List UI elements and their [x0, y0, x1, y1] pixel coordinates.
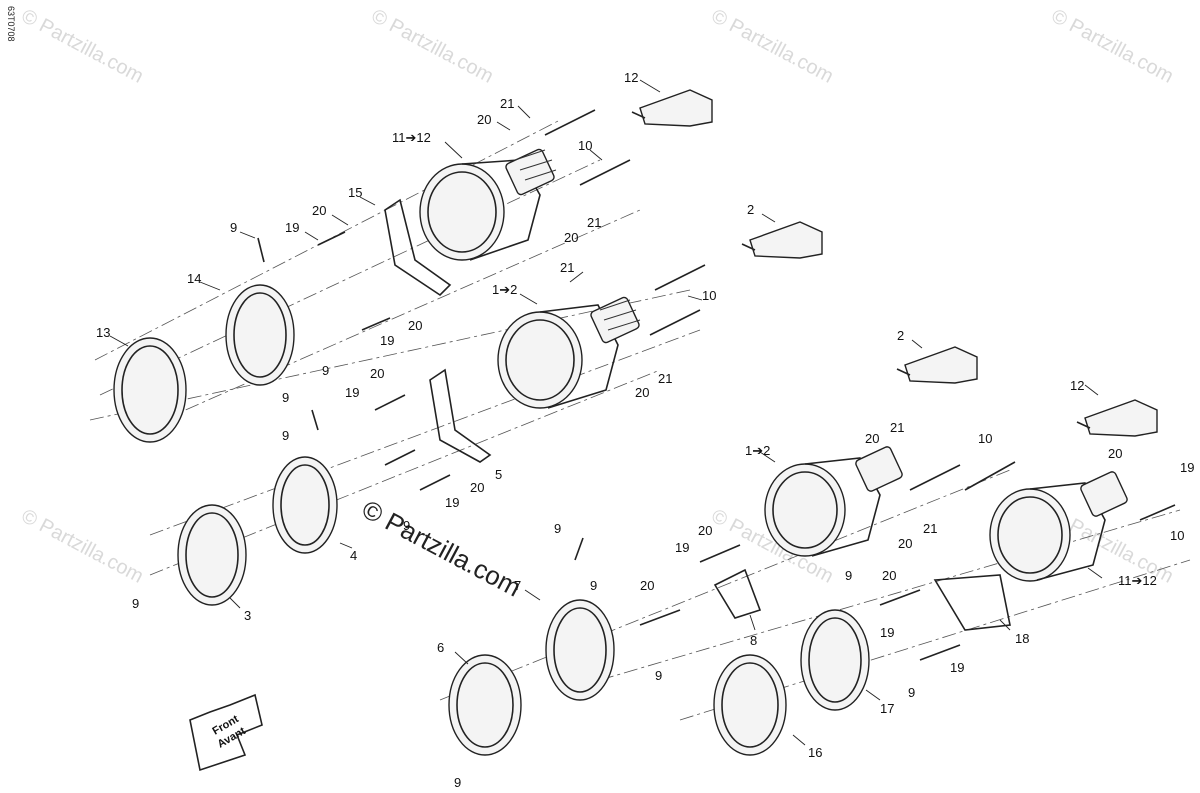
callout-label: 21 — [890, 420, 904, 435]
callout-label: 18 — [1015, 631, 1029, 646]
callout-label: 19 — [380, 333, 394, 348]
bulb-2-upper — [741, 221, 823, 259]
callout-label: 4 — [350, 548, 357, 563]
headlight-lower-right — [989, 471, 1128, 582]
reference-code: 63T0708 — [6, 6, 16, 42]
callout-label: 19 — [345, 385, 359, 400]
callout-label: 20 — [640, 578, 654, 593]
callout-label: 2 — [897, 328, 904, 343]
callout-label: 12 — [1070, 378, 1084, 393]
callout-label: 10 — [578, 138, 592, 153]
callout-label: 19 — [1180, 460, 1194, 475]
callout-label: 9 — [230, 220, 237, 235]
headlight-upper — [419, 148, 557, 261]
leader-lines — [109, 79, 1103, 746]
watermark: © Partzilla.com — [708, 5, 837, 88]
callout-label: 20 — [470, 480, 484, 495]
callout-label: 21 — [658, 371, 672, 386]
front-direction-arrow: Front Avant — [189, 693, 263, 772]
brackets — [384, 198, 1011, 631]
watermark: © Partzilla.com — [18, 5, 147, 88]
callout-label: 17 — [880, 701, 894, 716]
callout-label: 1➔2 — [492, 282, 517, 297]
callout-label: 20 — [898, 536, 912, 551]
assembly-axes — [89, 119, 1191, 721]
callout-label: 20 — [370, 366, 384, 381]
callout-label: 13 — [96, 325, 110, 340]
callout-label: 6 — [437, 640, 444, 655]
callout-label: 9 — [282, 390, 289, 405]
callout-label: 10 — [978, 431, 992, 446]
callout-label: 7 — [514, 578, 521, 593]
rings — [113, 284, 870, 756]
callout-label: 9 — [454, 775, 461, 790]
callout-label: 20 — [564, 230, 578, 245]
callout-label: 9 — [655, 668, 662, 683]
callout-label: 11➔12 — [392, 130, 431, 145]
callout-label: 9 — [554, 521, 561, 536]
callout-label: 10 — [1170, 528, 1184, 543]
watermark: © Partzilla.com — [18, 505, 147, 588]
callout-label: 20 — [882, 568, 896, 583]
callout-label: 20 — [698, 523, 712, 538]
headlight-middle — [497, 296, 641, 409]
callout-label: 16 — [808, 745, 822, 760]
callout-labels: 12 21 20 11➔12 10 15 20 19 9 21 20 2 14 … — [96, 70, 1194, 790]
callout-label: 12 — [624, 70, 638, 85]
callout-label: 14 — [187, 271, 201, 286]
callout-label: 20 — [477, 112, 491, 127]
watermark: © Partzilla.com — [1048, 5, 1177, 88]
callout-label: 9 — [908, 685, 915, 700]
bulb-2-middle — [896, 346, 978, 384]
callout-label: 15 — [348, 185, 362, 200]
callout-label: 2 — [747, 202, 754, 217]
callout-label: 21 — [923, 521, 937, 536]
callout-label: 19 — [880, 625, 894, 640]
callout-label: 21 — [587, 215, 601, 230]
callout-label: 20 — [865, 431, 879, 446]
callout-label: 9 — [590, 578, 597, 593]
watermark: © Partzilla.com — [368, 5, 497, 88]
callout-label: 5 — [495, 467, 502, 482]
callout-label: 9 — [322, 363, 329, 378]
callout-label: 19 — [675, 540, 689, 555]
callout-label: 10 — [702, 288, 716, 303]
callout-label: 20 — [1108, 446, 1122, 461]
headlight-lower-left — [764, 446, 903, 557]
callout-label: 21 — [500, 96, 514, 111]
callout-label: 3 — [244, 608, 251, 623]
bulbs — [631, 89, 1158, 437]
callout-label: 1➔2 — [745, 443, 770, 458]
callout-label: 9 — [132, 596, 139, 611]
bulb-12-top — [631, 89, 713, 127]
callout-label: 21 — [560, 260, 574, 275]
callout-label: 9 — [403, 518, 410, 533]
callout-label: 20 — [408, 318, 422, 333]
callout-label: 11➔12 — [1118, 573, 1157, 588]
callout-label: 20 — [312, 203, 326, 218]
callout-label: 20 — [635, 385, 649, 400]
callout-label: 19 — [950, 660, 964, 675]
callout-label: 19 — [445, 495, 459, 510]
bulb-12-right — [1076, 399, 1158, 437]
callout-label: 8 — [750, 633, 757, 648]
callout-label: 9 — [282, 428, 289, 443]
center-watermark: © Partzilla.com — [357, 494, 526, 603]
callout-label: 9 — [845, 568, 852, 583]
callout-label: 19 — [285, 220, 299, 235]
bolts — [257, 109, 1176, 661]
